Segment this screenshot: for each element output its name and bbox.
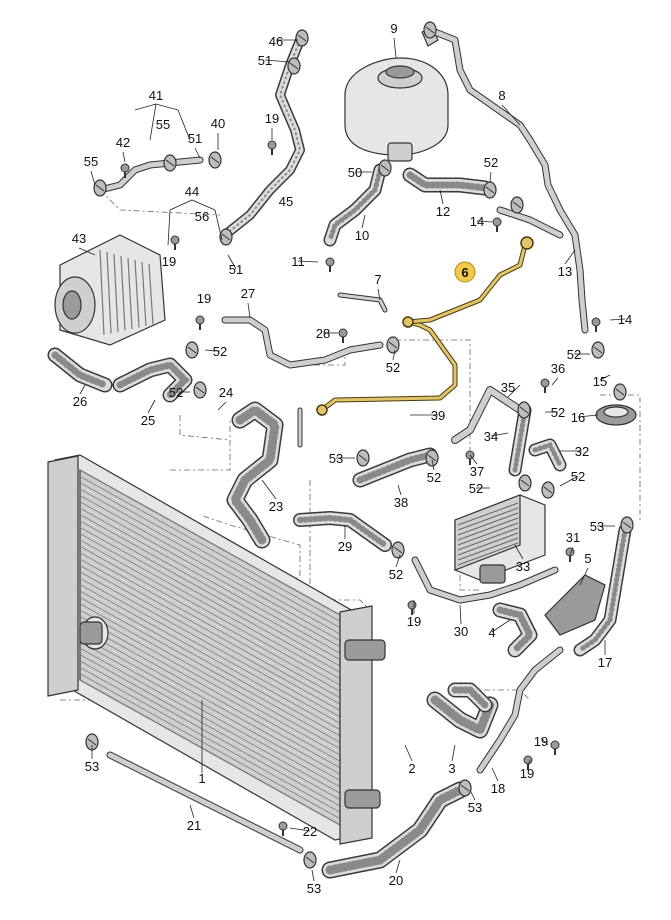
leader-lines [78,37,626,882]
callout-52e: 52 [567,347,581,362]
callout-55b: 55 [156,117,170,132]
callout-19c: 19 [197,291,211,306]
hoses [47,26,632,879]
callout-20: 20 [389,873,403,888]
gasket [544,574,606,636]
callout-31: 31 [566,530,580,545]
callout-36: 36 [551,361,565,376]
callout-27: 27 [241,286,255,301]
callout-42: 42 [116,135,130,150]
callout-labels: 1 2 3 4 5 6 7 8 9 10 11 12 13 14 14 15 1… [72,21,632,896]
callout-28: 28 [316,326,330,341]
callout-29: 29 [338,539,352,554]
callout-46: 46 [269,34,283,49]
callout-3: 3 [448,761,455,776]
callout-44: 44 [185,184,199,199]
callout-45: 45 [279,194,293,209]
callout-37: 37 [470,464,484,479]
callout-10: 10 [355,228,369,243]
callout-13: 13 [558,264,572,279]
callout-26: 26 [73,394,87,409]
callout-17: 17 [598,655,612,670]
callout-16: 16 [571,410,585,425]
callout-21: 21 [187,818,201,833]
callout-53b: 53 [590,519,604,534]
callout-52a: 52 [484,155,498,170]
callout-2: 2 [408,761,415,776]
callout-35: 35 [501,380,515,395]
callout-32: 32 [575,444,589,459]
callout-6-badge [454,261,476,283]
callout-34: 34 [484,429,498,444]
oil-cooler [454,494,546,584]
callout-14a: 14 [470,214,484,229]
callout-15: 15 [593,374,607,389]
expansion-tank [344,27,449,162]
callout-14b: 14 [618,312,632,327]
callout-19d: 19 [407,614,421,629]
callout-5: 5 [584,551,591,566]
callout-19b: 19 [162,254,176,269]
callout-39: 39 [431,408,445,423]
callout-9: 9 [390,21,397,36]
callout-51b: 51 [188,131,202,146]
highlighted-pipe-6 [316,236,534,416]
callout-43: 43 [72,231,86,246]
callout-52j: 52 [389,567,403,582]
callout-30: 30 [454,624,468,639]
callout-52d: 52 [386,360,400,375]
callout-12: 12 [436,204,450,219]
callout-11: 11 [291,254,305,269]
callout-4: 4 [488,625,495,640]
callout-1: 1 [198,771,205,786]
callout-25: 25 [141,413,155,428]
callout-40: 40 [211,116,225,131]
callout-52g: 52 [427,470,441,485]
callout-52i: 52 [571,469,585,484]
callout-19f: 19 [520,766,534,781]
callout-52c: 52 [169,385,183,400]
clamps [85,21,634,869]
callout-53c: 53 [85,759,99,774]
callout-55a: 55 [84,154,98,169]
callout-50: 50 [348,165,362,180]
callout-52b: 52 [213,344,227,359]
alternator [54,234,166,346]
callout-33: 33 [516,559,530,574]
callout-53d: 53 [468,800,482,815]
pump-flange [595,404,637,426]
callout-41: 41 [149,88,163,103]
callout-6: 6 [461,265,468,280]
callout-19e: 19 [534,734,548,749]
callout-18: 18 [491,781,505,796]
callout-56: 56 [195,209,209,224]
callout-38: 38 [394,495,408,510]
callout-22: 22 [303,824,317,839]
callout-51a: 51 [258,53,272,68]
callout-24: 24 [219,385,233,400]
callout-23: 23 [269,499,283,514]
callout-53a: 53 [329,451,343,466]
callout-7: 7 [374,272,381,287]
callout-51c: 51 [229,262,243,277]
callout-8: 8 [498,88,505,103]
callout-52f: 52 [551,405,565,420]
radiator [47,454,386,845]
callout-19a: 19 [265,111,279,126]
callout-52h: 52 [469,481,483,496]
callout-53e: 53 [307,881,321,896]
